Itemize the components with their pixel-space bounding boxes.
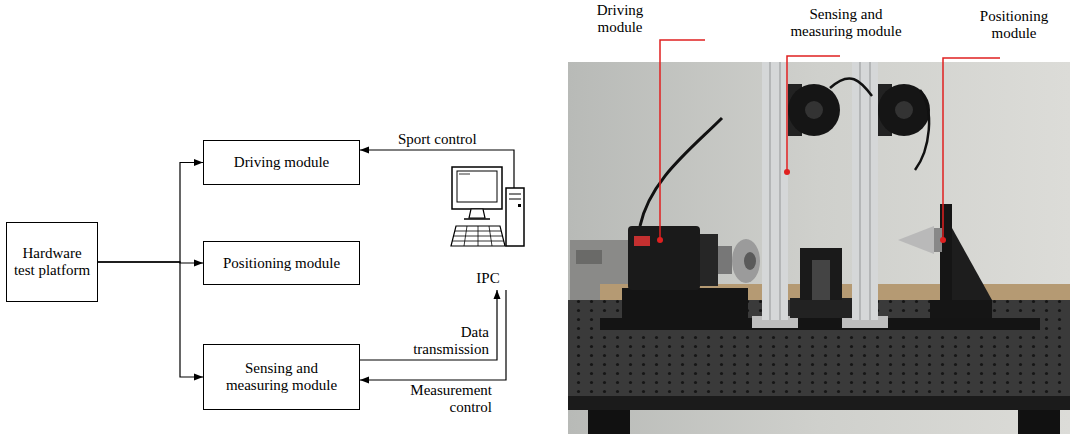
part-label: Positioning module	[972, 8, 1056, 42]
computer-node: IPC	[450, 166, 526, 290]
edge-label: Measurement control	[392, 382, 492, 416]
node-label: Driving module	[209, 154, 354, 171]
arrowhead	[194, 159, 203, 166]
computer-symbol	[450, 166, 526, 266]
connector	[98, 262, 203, 377]
part-label: Sensing and measuring module	[782, 6, 910, 40]
connector	[98, 163, 203, 263]
arrowhead	[360, 377, 369, 384]
text-wrap: Hardware test platform	[11, 245, 93, 279]
arrowhead	[194, 260, 203, 267]
edge-label: Sport control	[398, 131, 477, 148]
connector	[360, 290, 497, 360]
arrowhead	[194, 374, 203, 381]
process-box: Sensing and measuring module	[203, 344, 360, 410]
process-box: Hardware test platform	[6, 222, 98, 302]
part-label: Driving module	[588, 2, 652, 36]
arrowhead	[360, 147, 369, 154]
process-box: Positioning module	[203, 241, 360, 285]
node-label: Hardware test platform	[11, 245, 93, 279]
leader-lines	[660, 40, 1000, 238]
connector	[360, 290, 506, 380]
node-label: Positioning module	[209, 255, 354, 272]
node-label: IPC	[450, 270, 526, 287]
text-wrap: Positioning module	[209, 255, 354, 272]
arrowhead	[494, 290, 501, 299]
process-box: Driving module	[203, 140, 360, 185]
text-wrap: Driving module	[209, 154, 354, 171]
edge-label: Data transmission	[389, 324, 489, 358]
computer-icon	[450, 166, 526, 266]
node-label: Sensing and measuring module	[221, 360, 343, 394]
text-wrap: Sensing and measuring module	[221, 360, 343, 394]
